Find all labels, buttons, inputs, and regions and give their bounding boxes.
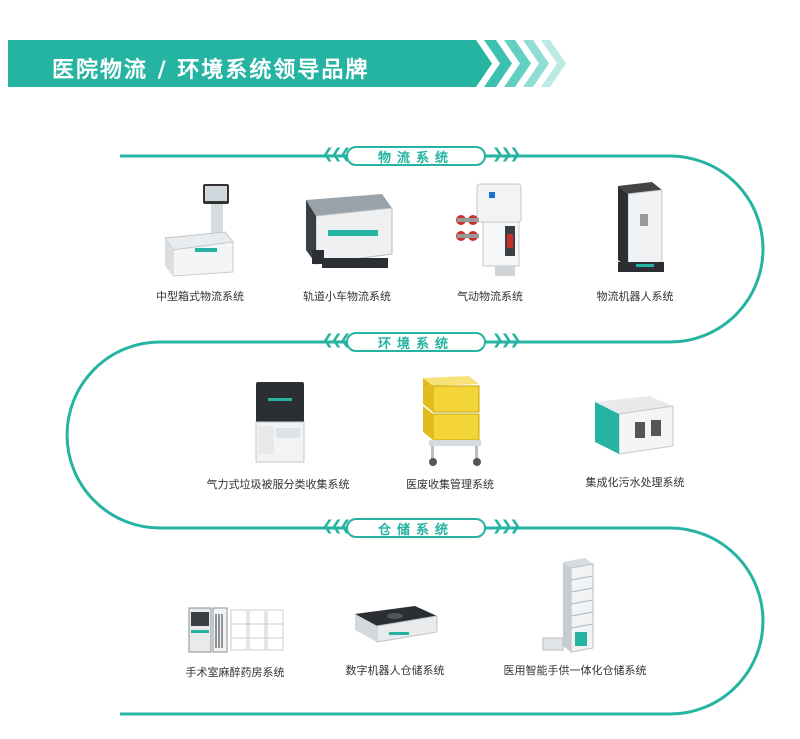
chevrons-right-icon: ❯❯❯ <box>492 518 521 534</box>
pharmacy-cabinet-icon <box>188 607 284 653</box>
chevrons-left-icon: ❮❮❮ <box>322 146 351 162</box>
product-robot-logistics: 物流机器人系统 <box>575 180 695 304</box>
product-label: 气力式垃圾被服分类收集系统 <box>206 478 350 491</box>
product-label: 数字机器人仓储系统 <box>345 664 445 677</box>
pneumatic-station-icon <box>456 183 522 276</box>
product-label: 物流机器人系统 <box>596 290 674 303</box>
product-track-cart-logistics: 轨道小车物流系统 <box>282 180 412 304</box>
product-medical-waste: 医废收集管理系统 <box>385 372 515 492</box>
product-medium-box-logistics: 中型箱式物流系统 <box>140 180 260 304</box>
waste-collector-icon <box>255 382 305 463</box>
storage-robot-icon <box>355 606 438 643</box>
product-label: 气动物流系统 <box>457 290 523 303</box>
section-title-storage: 仓储系统 <box>346 518 486 538</box>
robot-cabinet-icon <box>618 182 664 272</box>
chevrons-left-icon: ❮❮❮ <box>322 332 351 348</box>
kiosk-station-icon <box>164 184 234 277</box>
track-cart-icon <box>306 194 393 268</box>
section-title-environment: 环境系统 <box>346 332 486 352</box>
product-label: 集成化污水处理系统 <box>585 476 685 489</box>
product-waste-collection: 气力式垃圾被服分类收集系统 <box>178 378 378 492</box>
chevrons-right-icon <box>462 40 566 87</box>
chevrons-left-icon: ❮❮❮ <box>322 518 351 534</box>
chevrons-right-icon: ❯❯❯ <box>492 332 521 348</box>
chevrons-right-icon: ❯❯❯ <box>492 146 521 162</box>
header-banner <box>8 40 478 87</box>
product-label: 医废收集管理系统 <box>406 478 494 491</box>
product-pneumatic-logistics: 气动物流系统 <box>430 180 550 304</box>
section-title-logistics: 物流系统 <box>346 146 486 166</box>
product-label: 手术室麻醉药房系统 <box>185 666 285 679</box>
product-label: 医用智能手供一体化仓储系统 <box>503 664 647 677</box>
product-label: 中型箱式物流系统 <box>156 290 244 303</box>
sewage-unit-icon <box>595 396 674 455</box>
product-storage-robot: 数字机器人仓储系统 <box>330 598 460 678</box>
product-sewage-treatment: 集成化污水处理系统 <box>560 380 710 490</box>
page-title: 医院物流 / 环境系统领导品牌 <box>52 58 370 83</box>
yellow-bin-cart-icon <box>423 376 481 466</box>
vertical-warehouse-icon <box>542 558 594 653</box>
product-label: 轨道小车物流系统 <box>303 290 391 303</box>
product-integrated-warehouse: 医用智能手供一体化仓储系统 <box>480 556 670 678</box>
product-anesthesia-pharmacy: 手术室麻醉药房系统 <box>160 604 310 680</box>
